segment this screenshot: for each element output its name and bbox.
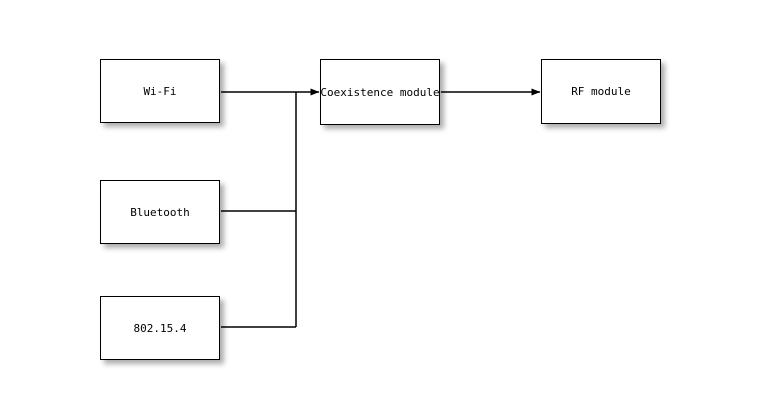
node-rf-module[interactable]: RF module	[541, 59, 661, 124]
node-802-15-4[interactable]: 802.15.4	[100, 296, 220, 360]
node-bluetooth[interactable]: Bluetooth	[100, 180, 220, 244]
node-802-15-4-label: 802.15.4	[133, 321, 187, 335]
node-rf-module-label: RF module	[571, 85, 631, 98]
node-wifi-label: Wi-Fi	[143, 84, 177, 98]
node-bluetooth-label: Bluetooth	[130, 205, 190, 219]
node-coexistence-module[interactable]: Coexistence module	[320, 59, 440, 125]
node-coexistence-module-label: Coexistence module	[320, 85, 440, 99]
node-wifi[interactable]: Wi-Fi	[100, 59, 220, 123]
